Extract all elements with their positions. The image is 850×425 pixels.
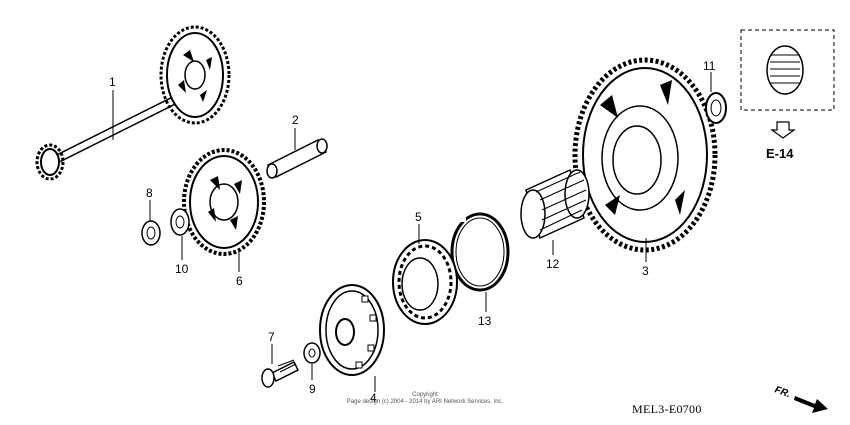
part-1-starter-idle-shaft[interactable] [35, 25, 231, 181]
callout-3: 3 [642, 264, 649, 278]
copyright-notice: Copyright Page design (c) 2004 - 2014 by… [347, 392, 504, 405]
callout-9: 9 [309, 382, 316, 396]
reference-arrow-icon [770, 121, 796, 139]
part-7-bolt[interactable] [261, 359, 300, 388]
callout-5: 5 [415, 210, 422, 224]
callout-6: 6 [236, 274, 243, 288]
callout-4: 4 [370, 391, 377, 405]
reference-inset [740, 29, 835, 111]
callout-7: 7 [268, 330, 275, 344]
part-3-starter-driven-gear[interactable] [572, 57, 718, 253]
copyright-line2: Page design (c) 2004 - 2014 by ARI Netwo… [347, 399, 504, 405]
callout-13: 13 [478, 314, 492, 328]
callout-1: 1 [109, 75, 116, 89]
callout-10: 10 [175, 262, 189, 276]
part-13-snap-ring[interactable] [450, 212, 510, 292]
part-8-washer[interactable] [141, 220, 161, 246]
diagram-code: MEL3-E0700 [632, 402, 702, 416]
leader-lines [112, 72, 712, 392]
copyright-line1: Copyright [412, 392, 438, 398]
part-9-washer[interactable] [303, 342, 321, 364]
part-2-collar[interactable] [266, 138, 328, 179]
callout-8: 8 [146, 186, 153, 200]
front-label: FR. [773, 384, 792, 400]
callout-11: 11 [703, 59, 716, 73]
part-12-needle-bearing[interactable] [520, 168, 590, 240]
part-10-washer[interactable] [170, 208, 190, 236]
part-6-idle-gear[interactable] [182, 148, 266, 256]
reference-label[interactable]: E-14 [766, 146, 794, 161]
front-direction-indicator: FR. [773, 384, 828, 413]
part-5-one-way-clutch[interactable] [392, 239, 458, 325]
callout-12: 12 [546, 257, 560, 271]
part-4-starter-clutch-outer[interactable] [319, 284, 385, 376]
front-arrow-icon [794, 396, 828, 413]
callout-2: 2 [292, 113, 299, 127]
part-11-washer[interactable] [705, 92, 727, 124]
callout-labels: 1 2 3 4 5 6 7 8 9 10 11 12 13 [109, 59, 716, 405]
